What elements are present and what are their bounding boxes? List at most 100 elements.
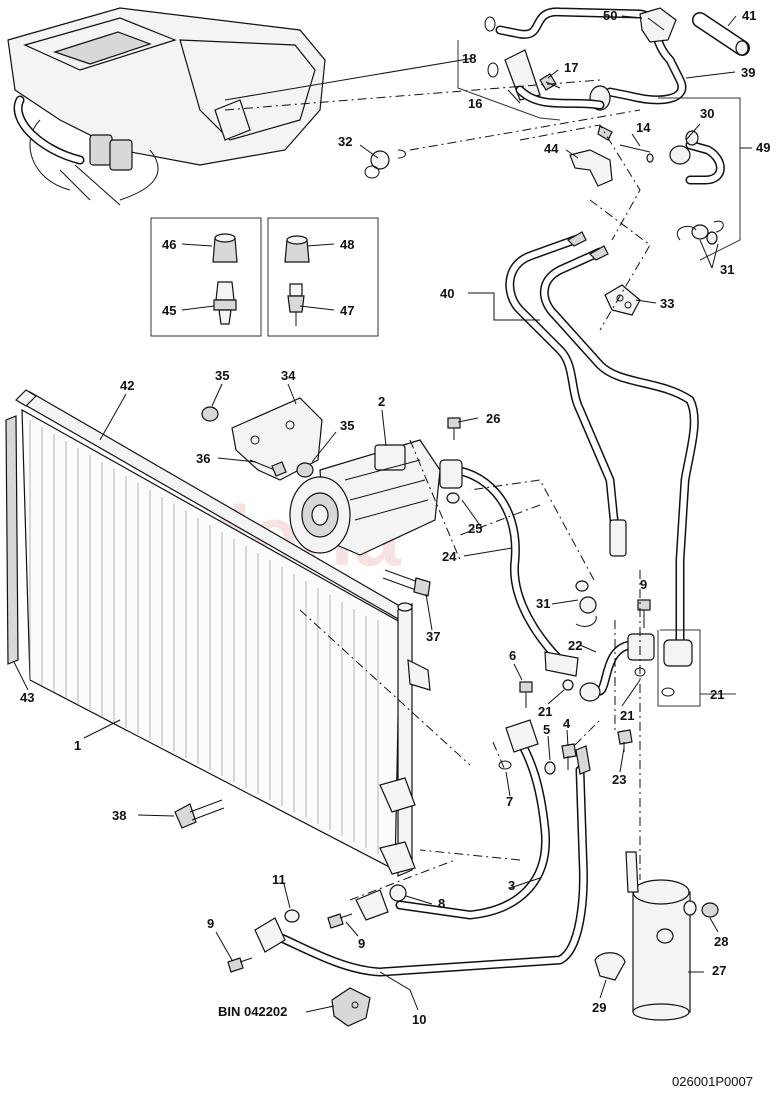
bolt-17 bbox=[539, 73, 561, 91]
cap-48 bbox=[284, 235, 310, 263]
seal-strip-42 bbox=[15, 389, 37, 407]
callout-21-a: 21 bbox=[538, 704, 552, 719]
heater-evaporator-unit bbox=[7, 7, 326, 206]
oring-7 bbox=[498, 760, 512, 770]
callout-box-caps-right bbox=[267, 217, 379, 337]
callout-11: 11 bbox=[272, 872, 286, 887]
callout-38: 38 bbox=[112, 808, 126, 823]
callout-7: 7 bbox=[506, 794, 513, 809]
callout-1: 1 bbox=[74, 738, 81, 753]
cap-46 bbox=[212, 233, 238, 263]
callout-14: 14 bbox=[636, 120, 651, 135]
callout-42: 42 bbox=[120, 378, 134, 393]
assembly-lines bbox=[224, 79, 651, 901]
callout-8: 8 bbox=[438, 896, 445, 911]
compressor-2 bbox=[289, 439, 441, 556]
fitting-31-mid bbox=[575, 580, 597, 627]
bracket-bin bbox=[331, 987, 371, 1027]
bin-label: BIN 042202 bbox=[218, 1004, 287, 1019]
switch-29 bbox=[594, 952, 626, 981]
receiver-dryer-27 bbox=[625, 851, 691, 1021]
callout-45: 45 bbox=[162, 303, 176, 318]
callout-31-top: 31 bbox=[720, 262, 734, 277]
hose-41 bbox=[692, 12, 750, 56]
callout-9-mid: 9 bbox=[640, 577, 647, 592]
clip-44 bbox=[569, 149, 613, 187]
callout-21-c: 21 bbox=[710, 687, 724, 702]
callout-17: 17 bbox=[564, 60, 578, 75]
washer-11 bbox=[284, 909, 300, 923]
fitting-32 bbox=[364, 149, 406, 179]
callout-32: 32 bbox=[338, 134, 352, 149]
seal-strip-43 bbox=[5, 415, 19, 665]
callout-6: 6 bbox=[509, 648, 516, 663]
condenser-1 bbox=[19, 391, 431, 877]
callout-22: 22 bbox=[568, 638, 582, 653]
callout-44: 44 bbox=[544, 141, 559, 156]
bolt-26 bbox=[447, 417, 461, 440]
plug-28 bbox=[683, 900, 719, 918]
callout-37: 37 bbox=[426, 629, 440, 644]
callout-9-low-b: 9 bbox=[207, 916, 214, 931]
bolt-6 bbox=[519, 681, 533, 708]
callout-35-b: 35 bbox=[340, 418, 354, 433]
callout-box-49 bbox=[658, 97, 741, 261]
callout-box-caps-left bbox=[150, 217, 262, 337]
callout-18: 18 bbox=[462, 51, 476, 66]
callout-39: 39 bbox=[741, 65, 755, 80]
bolt-36 bbox=[249, 459, 287, 477]
callout-3: 3 bbox=[508, 878, 515, 893]
callout-23: 23 bbox=[612, 772, 626, 787]
callout-27: 27 bbox=[712, 963, 726, 978]
doc-number: 026001P0007 bbox=[672, 1074, 753, 1089]
callout-box-39 bbox=[457, 40, 561, 121]
valve-47 bbox=[287, 283, 305, 326]
callout-28: 28 bbox=[714, 934, 728, 949]
callout-41: 41 bbox=[742, 8, 756, 23]
callout-31-mid: 31 bbox=[536, 596, 550, 611]
callout-35-a: 35 bbox=[215, 368, 229, 383]
bracket-34 bbox=[231, 397, 323, 481]
bolt-38 bbox=[174, 799, 225, 829]
washer-5 bbox=[544, 761, 556, 775]
leader-lines bbox=[13, 15, 752, 1013]
line-3 bbox=[389, 719, 551, 920]
callout-5: 5 bbox=[543, 722, 550, 737]
callout-34: 34 bbox=[281, 368, 296, 383]
callout-43: 43 bbox=[20, 690, 34, 705]
callout-25: 25 bbox=[468, 521, 482, 536]
callout-48: 48 bbox=[340, 237, 354, 252]
callout-26: 26 bbox=[486, 411, 500, 426]
callout-33: 33 bbox=[660, 296, 674, 311]
callout-16: 16 bbox=[468, 96, 482, 111]
bolt-37 bbox=[382, 569, 431, 597]
line-10 bbox=[254, 745, 591, 977]
callout-29: 29 bbox=[592, 1000, 606, 1015]
valve-45 bbox=[213, 281, 237, 325]
oring-21 bbox=[562, 667, 675, 697]
clip-50 bbox=[639, 7, 677, 43]
callout-40: 40 bbox=[440, 286, 454, 301]
bolt-9-low-b bbox=[227, 957, 253, 973]
callout-47: 47 bbox=[340, 303, 354, 318]
callout-50: 50 bbox=[603, 8, 617, 23]
callout-30: 30 bbox=[700, 106, 714, 121]
callout-4: 4 bbox=[563, 716, 571, 731]
callout-9-low-a: 9 bbox=[358, 936, 365, 951]
bolt-9-mid bbox=[637, 599, 651, 628]
callout-49: 49 bbox=[756, 140, 770, 155]
callout-box-21 bbox=[657, 629, 736, 707]
bolt-23 bbox=[617, 729, 633, 752]
screw-14 bbox=[597, 125, 654, 163]
callout-24: 24 bbox=[442, 549, 457, 564]
callout-46: 46 bbox=[162, 237, 176, 252]
bushing-35 bbox=[201, 406, 314, 478]
callout-36: 36 bbox=[196, 451, 210, 466]
bolt-4 bbox=[561, 743, 577, 770]
callout-labels: 50 41 18 17 39 16 30 14 32 44 49 46 48 3… bbox=[20, 8, 770, 1089]
callout-2: 2 bbox=[378, 394, 385, 409]
callout-10: 10 bbox=[412, 1012, 426, 1027]
line-pair-40 bbox=[505, 231, 699, 667]
pressure-line-24 bbox=[439, 459, 579, 677]
